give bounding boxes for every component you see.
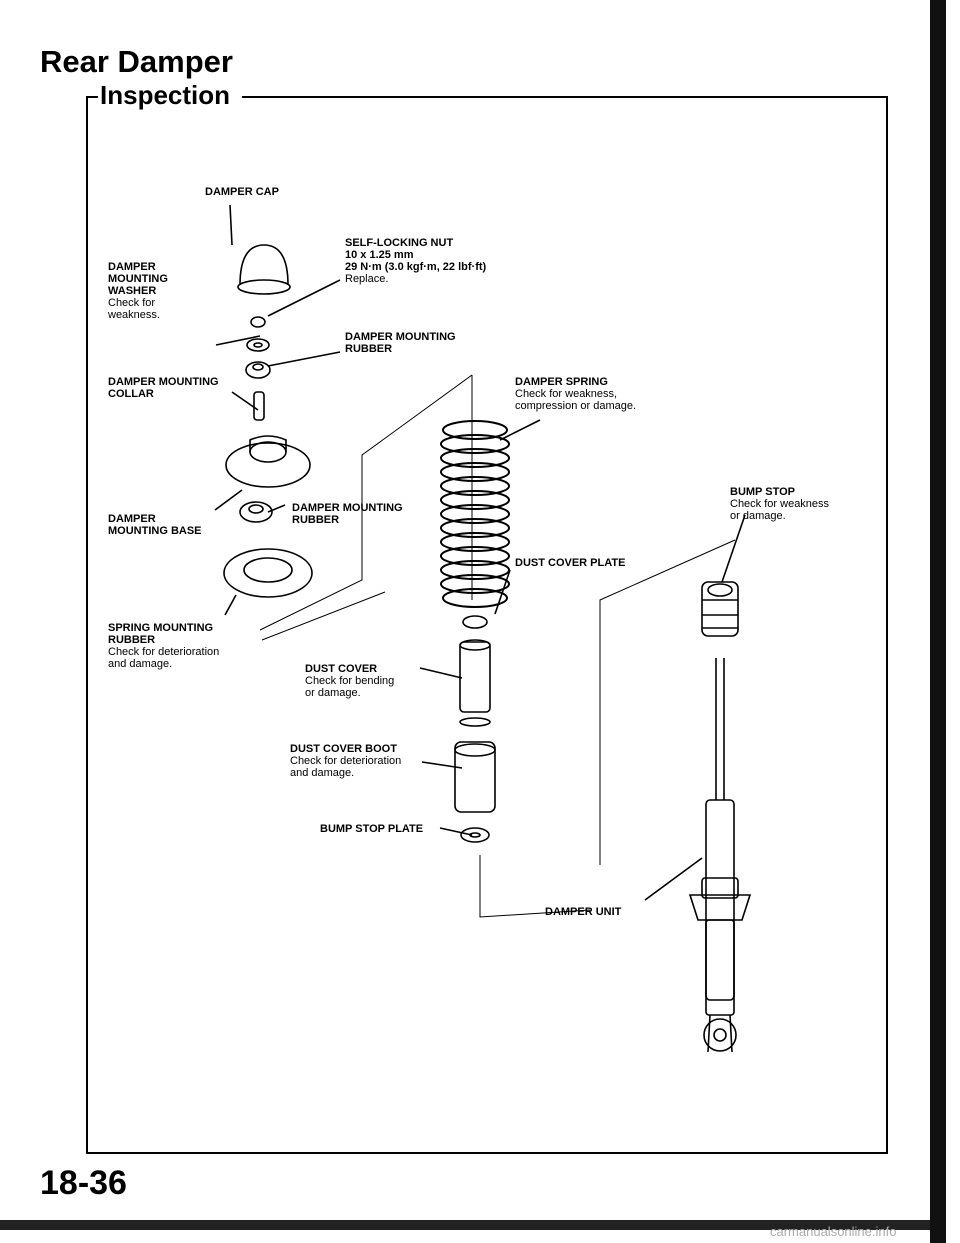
bump-stop-part — [701, 581, 739, 637]
lower-rubber-part — [239, 501, 273, 523]
page-number: 18-36 — [40, 1164, 127, 1202]
self-locking-nut-label: SELF-LOCKING NUT 10 x 1.25 mm 29 N·m (3.… — [345, 237, 486, 285]
upper-rubber-part — [245, 361, 271, 421]
dust-cover-boot-note: Check for deterioration and damage. — [290, 755, 402, 779]
self-locking-nut-size: 10 x 1.25 mm — [345, 249, 414, 261]
mounting-collar-label: DAMPER MOUNTING COLLAR — [108, 376, 219, 400]
spring-mounting-rubber-label: SPRING MOUNTING RUBBER Check for deterio… — [108, 622, 219, 670]
dust-cover-plate-label: DUST COVER PLATE — [515, 557, 625, 569]
damper-cap-label: DAMPER CAP — [205, 186, 279, 198]
self-locking-nut-name: SELF-LOCKING NUT — [345, 237, 454, 249]
mounting-washer-label: DAMPER MOUNTING WASHER Check for weaknes… — [108, 261, 168, 321]
damper-unit-name: DAMPER UNIT — [545, 906, 622, 918]
bump-stop-name: BUMP STOP — [730, 486, 795, 498]
section-heading: Inspection — [100, 80, 231, 110]
frame-top-right — [242, 96, 888, 98]
damper-unit-label: DAMPER UNIT — [545, 906, 621, 918]
mounting-base-label: DAMPER MOUNTING BASE — [108, 513, 202, 537]
bump-stop-plate-label: BUMP STOP PLATE — [320, 823, 423, 835]
frame-top-left — [86, 96, 98, 98]
self-locking-nut-torque: 29 N·m (3.0 kgf·m, 22 lbf·ft) — [345, 261, 487, 273]
mounting-collar-name: DAMPER MOUNTING COLLAR — [108, 376, 219, 400]
frame-bottom — [86, 1152, 888, 1154]
dust-cover-boot-label: DUST COVER BOOT Check for deterioration … — [290, 743, 401, 779]
dust-cover-name: DUST COVER — [305, 663, 378, 675]
page-title: Rear Damper — [40, 44, 233, 79]
self-locking-nut-note: Replace. — [345, 273, 389, 285]
bump-stop-plate-part — [460, 827, 490, 843]
mounting-base-part — [225, 435, 311, 488]
mounting-washer-name: DAMPER MOUNTING WASHER — [108, 261, 168, 297]
damper-spring-name: DAMPER SPRING — [515, 376, 608, 388]
lower-mounting-rubber-label: DAMPER MOUNTING RUBBER — [292, 502, 403, 526]
dust-cover-plate-name: DUST COVER PLATE — [515, 557, 626, 569]
mounting-washer-note: Check for weakness. — [108, 297, 160, 321]
damper-unit-part — [688, 658, 752, 1053]
damper-cap-name: DAMPER CAP — [205, 186, 279, 198]
dust-cover-boot-part — [454, 741, 496, 813]
watermark-text: carmanualsonline.info — [770, 1224, 897, 1239]
bump-stop-plate-name: BUMP STOP PLATE — [320, 823, 424, 835]
bump-stop-label: BUMP STOP Check for weakness or damage. — [730, 486, 829, 522]
upper-mounting-rubber-label: DAMPER MOUNTING RUBBER — [345, 331, 456, 355]
washer-part — [246, 316, 270, 352]
upper-mounting-rubber-name: DAMPER MOUNTING RUBBER — [345, 331, 456, 355]
leader-lines — [214, 204, 746, 901]
dust-cover-part — [459, 639, 491, 727]
page-bottom-bar — [0, 1220, 930, 1230]
damper-spring-note: Check for weakness, compression or damag… — [515, 388, 637, 412]
lower-mounting-rubber-name: DAMPER MOUNTING RUBBER — [292, 502, 403, 526]
page-edge-bar — [930, 0, 946, 1243]
damper-spring-label: DAMPER SPRING Check for weakness, compre… — [515, 376, 636, 412]
damper-spring-part — [440, 420, 510, 608]
frame-left — [86, 96, 88, 1154]
frame-right — [886, 96, 888, 1154]
spring-mounting-rubber-note: Check for deterioration and damage. — [108, 646, 220, 670]
dust-cover-boot-name: DUST COVER BOOT — [290, 743, 397, 755]
damper-cap-part — [237, 244, 291, 295]
spring-mounting-rubber-name: SPRING MOUNTING RUBBER — [108, 622, 214, 646]
bump-stop-note: Check for weakness or damage. — [730, 498, 830, 522]
dust-cover-note: Check for bending or damage. — [305, 675, 395, 699]
dust-cover-label: DUST COVER Check for bending or damage. — [305, 663, 394, 699]
spring-rubber-part — [223, 548, 313, 598]
dust-cover-plate-part — [462, 615, 488, 629]
mounting-base-name: DAMPER MOUNTING BASE — [108, 513, 202, 537]
